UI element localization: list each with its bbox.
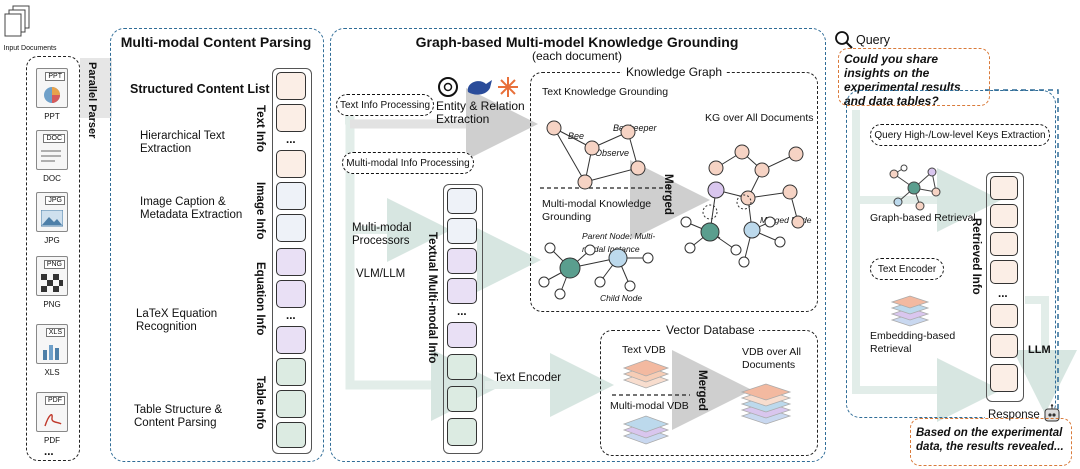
query-label: Query — [856, 33, 891, 47]
textual-mm-info-list — [443, 184, 483, 454]
ppt-icon: PPT — [36, 68, 68, 108]
text-vdb-label: Text VDB — [622, 344, 666, 356]
observe-edge-label: Observe — [595, 148, 630, 158]
embedding-retrieval-label: Embedding-based Retrieval — [870, 330, 956, 355]
image-cell — [276, 214, 306, 242]
parser-band — [80, 58, 112, 118]
query-bubble — [838, 48, 990, 106]
text-cell — [276, 150, 306, 178]
knowledge-graph-title: Knowledge Graph — [622, 66, 727, 79]
query-text: Could you share insights on the experime… — [844, 52, 961, 108]
textual-mm-info-label: Textual Multi-modal Info — [426, 232, 438, 364]
mm-kg-label: Multi-modal Knowledge Grounding — [542, 198, 652, 223]
jpg-icon: JPG — [36, 192, 68, 232]
pdf-icon: PDF — [36, 392, 68, 432]
jpg-label: JPG — [44, 236, 60, 245]
xls-label: XLS — [44, 368, 60, 377]
content-parsing-panel — [110, 28, 324, 462]
embedding-layers-icon — [890, 295, 930, 327]
text-encoder-pill: Text Encoder — [870, 258, 944, 280]
equation-cell — [276, 326, 306, 354]
table-cell — [276, 358, 306, 386]
llm-arrow — [1013, 296, 1077, 414]
step-hierarchical-text: Hierarchical Text Extraction — [140, 130, 225, 155]
child-node-label: Child Node — [600, 293, 643, 303]
input-documents-label: Input Documents — [3, 45, 57, 52]
kg-merged-label: Merged — [662, 174, 674, 215]
merged-node-label: Merged Node — [760, 215, 812, 225]
image-icon — [41, 210, 63, 227]
knowledge-grounding-subtitle: (each document) — [531, 49, 623, 63]
png-icon: PNG — [36, 256, 68, 296]
graph-icon — [889, 164, 941, 211]
table-cell — [276, 422, 306, 448]
doc-icon: DOC — [36, 130, 68, 170]
step-table-structure: Table Structure & Content Parsing — [134, 404, 223, 429]
equation-cell — [276, 280, 306, 308]
structured-content-list — [272, 68, 312, 454]
pie-chart-icon — [44, 87, 60, 103]
knowledge-grounding-panel — [330, 28, 826, 462]
structured-content-list-label: Structured Content List — [130, 82, 270, 96]
search-icon — [835, 31, 853, 49]
response-bubble — [910, 418, 1072, 466]
text-kg-label: Text Knowledge Grounding — [542, 86, 669, 98]
retrieved-info-list — [986, 172, 1024, 402]
knowledge-graph-drawing — [538, 120, 805, 300]
retrieved-info-label: Retrieved Info — [970, 218, 982, 295]
beekeeper-node-label: Beekeeper — [613, 123, 657, 133]
mm-processors-label: Multi-modal Processors — [352, 222, 412, 247]
response-text: Based on the experimental data, the resu… — [916, 427, 1064, 453]
bee-node-label: Bee — [568, 131, 585, 141]
llm-logos-icon — [438, 77, 518, 97]
doc-label: DOC — [43, 174, 61, 183]
retrieval-panel — [846, 90, 1056, 418]
processing-trunk-arrow — [345, 115, 503, 421]
step-image-caption: Image Caption & Metadata Extraction — [140, 196, 243, 221]
documents-stack-icon — [4, 5, 30, 37]
vector-database-title: Vector Database — [662, 324, 759, 337]
query-response-link — [985, 89, 1059, 418]
llm-label: LLM — [1028, 344, 1051, 356]
keys-extraction-pill: Query High-/Low-level Keys Extraction — [870, 124, 1050, 146]
graph-retrieval-label: Graph-based Retrieval — [870, 212, 976, 224]
mm-vdb-label: Multi-modal VDB — [610, 400, 689, 412]
vector-layers-drawing — [622, 359, 792, 445]
vdb-merged-label: Merged — [696, 370, 708, 411]
table-cell — [276, 390, 306, 418]
pdf-label: PDF — [44, 436, 60, 445]
more-documents: ... — [44, 446, 54, 458]
acrobat-icon — [44, 414, 62, 427]
image-info-label: Image Info — [254, 182, 266, 240]
text-info-label: Text Info — [254, 105, 266, 153]
step-latex-equation: LaTeX Equation Recognition — [136, 308, 218, 333]
knowledge-grounding-title: Graph-based Multi-model Knowledge Ground… — [415, 34, 739, 50]
text-info-processing-pill: Text Info Processing — [336, 94, 434, 116]
parent-node-label: Parent Node: Multi-modal Instance — [582, 231, 656, 254]
kg-all-documents-label: KG over All Documents — [705, 112, 814, 124]
mm-info-processing-pill: Multi-modal Info Processing — [342, 152, 474, 174]
text-encoder-label: Text Encoder — [494, 372, 562, 384]
png-label: PNG — [43, 300, 61, 309]
ppt-label: PPT — [44, 112, 60, 121]
input-documents-panel — [26, 56, 80, 461]
xls-icon: XLS — [36, 324, 68, 364]
table-info-label: Table Info — [254, 376, 266, 430]
content-parsing-title: Multi-modal Content Parsing — [120, 34, 312, 50]
equation-cell — [276, 248, 306, 276]
bar-chart-icon — [43, 345, 59, 360]
text-cell — [276, 72, 306, 100]
image-cell — [276, 182, 306, 210]
text-cell — [276, 104, 306, 132]
vdb-all-documents-label: VDB over All Documents — [742, 346, 801, 371]
parallel-parser-label: Parallel Parser — [86, 62, 98, 139]
entity-relation-extraction-label: Entity & Relation Extraction — [436, 99, 525, 126]
equation-info-label: Equation Info — [254, 262, 266, 336]
vlm-llm-label: VLM/LLM — [356, 268, 406, 280]
checker-icon — [41, 274, 63, 292]
